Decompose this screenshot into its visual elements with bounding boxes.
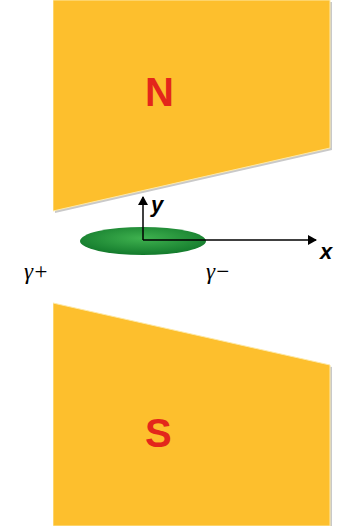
axis-label: y (151, 194, 163, 216)
north-pole: N (53, 0, 333, 214)
pole-fill (53, 303, 330, 526)
x-axis (143, 239, 316, 241)
axis-label: x (320, 241, 332, 263)
pole-shape (53, 0, 333, 214)
pole-letter: S (145, 413, 172, 453)
south-pole: S (53, 301, 333, 526)
pole-fill (53, 0, 330, 211)
gamma-label: γ+ (24, 260, 49, 283)
pole-shape (53, 301, 333, 526)
pole-letter: N (145, 72, 174, 112)
y-axis (142, 197, 144, 240)
gamma-label: γ− (206, 260, 231, 283)
